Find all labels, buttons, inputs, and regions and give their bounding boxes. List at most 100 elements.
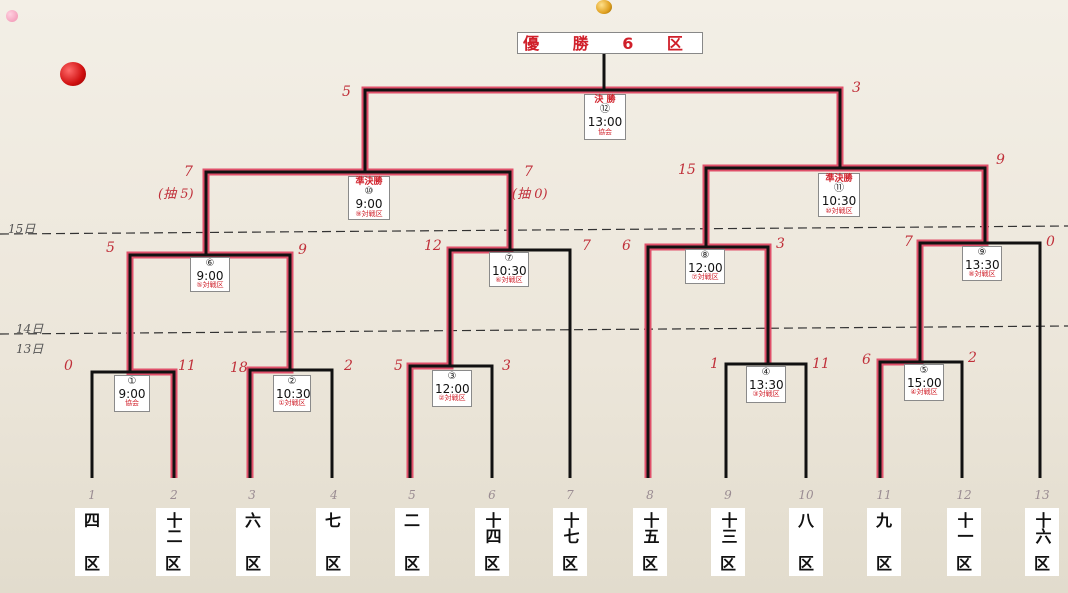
champion-title: 優 勝 6 区 — [517, 32, 703, 54]
match-number: ⑧ — [700, 250, 710, 261]
slot-number: 11 — [876, 488, 892, 502]
score: 18 — [230, 360, 248, 376]
score: 9 — [298, 242, 307, 258]
team-suffix: 区 — [797, 554, 814, 573]
match-box-7: ⑦ 10:30 ⑥対戦区 — [489, 252, 529, 287]
match-number: ⑥ — [205, 258, 215, 269]
match-number: ⑦ — [504, 253, 514, 264]
match-time: 9:00 — [196, 268, 224, 283]
match-number: ② — [287, 376, 297, 387]
team-card-11: 九区 — [867, 508, 901, 576]
match-note: ⑩対戦区 — [825, 206, 853, 215]
team-card-3: 六区 — [236, 508, 270, 576]
match-box-10: 準決勝 ⑩ 9:00 ⑨対戦区 — [348, 176, 390, 220]
team-name: 四 — [83, 511, 100, 530]
team-card-2: 十二区 — [156, 508, 190, 576]
match-note: ⑥対戦区 — [495, 276, 523, 285]
red-pin — [60, 62, 86, 86]
match-time: 9:00 — [118, 386, 146, 401]
date-label-14: 14日 — [16, 322, 44, 336]
match-box-8: ⑧ 12:00 ⑦対戦区 — [685, 249, 725, 284]
match-time: 10:30 — [276, 386, 311, 401]
team-suffix: 区 — [164, 554, 181, 573]
match-label: 決 勝 — [594, 95, 616, 105]
slot-number: 2 — [170, 488, 178, 502]
bracket-line — [724, 362, 808, 478]
match-note: ⑤対戦区 — [196, 281, 224, 290]
bracket-line — [90, 370, 176, 478]
slot-number: 12 — [956, 488, 972, 502]
team-suffix: 区 — [324, 554, 341, 573]
score: 0 — [1046, 234, 1055, 250]
tiebreak-note: (抽 5) — [158, 187, 194, 202]
match-box-9: ⑨ 13:30 ⑧対戦区 — [962, 246, 1002, 281]
team-name: 十三 — [718, 512, 738, 544]
slot-number: 13 — [1034, 488, 1050, 502]
team-card-8: 十五区 — [633, 508, 667, 576]
match-time: 12:00 — [435, 381, 470, 396]
team-suffix: 区 — [875, 554, 892, 573]
score: 7 — [524, 164, 533, 180]
match-number: ⑪ — [834, 183, 844, 195]
match-number: ⑫ — [600, 104, 610, 116]
team-card-6: 十四区 — [475, 508, 509, 576]
team-name: 十六 — [1032, 512, 1052, 544]
slot-number: 1 — [88, 488, 96, 502]
match-note: ⑦対戦区 — [691, 273, 719, 282]
team-name: 九 — [875, 511, 892, 530]
bracket-line — [363, 88, 842, 172]
score: 3 — [502, 358, 511, 374]
match-time: 9:00 — [355, 196, 383, 211]
date-label-15: 15日 — [8, 222, 36, 236]
match-number: ③ — [447, 371, 457, 382]
slot-number: 4 — [330, 488, 338, 502]
team-name: 六 — [244, 511, 261, 530]
team-card-7: 十七区 — [553, 508, 587, 576]
team-name: 十五 — [640, 512, 660, 544]
pink-pin — [6, 10, 18, 22]
score: 1 — [710, 356, 719, 372]
tiebreak-note: (抽 0) — [512, 187, 548, 202]
yellow-pin — [596, 0, 612, 14]
date-divider-14 — [0, 325, 1068, 335]
match-time: 10:30 — [492, 263, 527, 278]
score: 3 — [852, 80, 861, 96]
score: 15 — [678, 162, 696, 178]
match-time: 15:00 — [907, 375, 942, 390]
date-divider-15 — [0, 225, 1068, 235]
score: 5 — [394, 358, 403, 374]
slot-number: 7 — [566, 488, 574, 502]
match-note: ③対戦区 — [752, 390, 780, 399]
match-time: 10:30 — [821, 193, 857, 208]
match-box-4: ④ 13:30 ③対戦区 — [746, 366, 786, 403]
slot-number: 8 — [646, 488, 654, 502]
match-number: ⑤ — [919, 365, 929, 376]
team-card-5: 二区 — [395, 508, 429, 576]
team-suffix: 区 — [955, 554, 972, 573]
match-box-2: ② 10:30 ①対戦区 — [273, 375, 311, 412]
team-suffix: 区 — [244, 554, 261, 573]
match-time: 13:00 — [587, 114, 623, 129]
team-name: 八 — [797, 511, 814, 530]
team-name: 二 — [403, 511, 420, 530]
team-suffix: 区 — [641, 554, 658, 573]
bracket-line — [646, 245, 770, 478]
score: 11 — [178, 358, 196, 374]
team-name: 十四 — [482, 512, 502, 544]
team-card-10: 八区 — [789, 508, 823, 576]
match-number: ④ — [761, 367, 771, 378]
match-box-12: 決 勝 ⑫ 13:00 協会 — [584, 94, 626, 140]
match-box-5: ⑤ 15:00 ④対戦区 — [904, 364, 944, 401]
team-suffix: 区 — [719, 554, 736, 573]
bracket-line — [878, 360, 964, 478]
team-suffix: 区 — [561, 554, 578, 573]
bracket-line — [248, 368, 334, 478]
slot-number: 10 — [798, 488, 814, 502]
match-label: 準決勝 — [825, 174, 853, 184]
team-card-13: 十六区 — [1025, 508, 1059, 576]
bracket-line — [204, 170, 512, 255]
match-number: ① — [127, 376, 137, 387]
score: 7 — [582, 238, 591, 254]
